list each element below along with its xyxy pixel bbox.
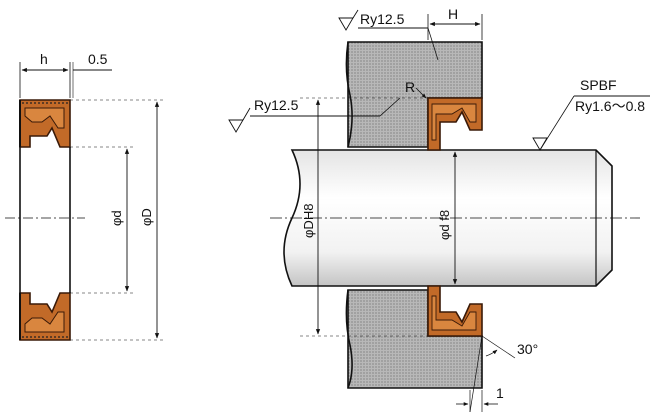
label-ry-shaft: Ry1.6～0.8	[575, 98, 645, 114]
installation-view: φDH8 φd f8 H Ry12.5 Ry12.5 R	[228, 6, 650, 413]
roughness-callout-top: Ry12.5	[338, 9, 439, 61]
seal-section-view: φd φD h 0.5	[5, 51, 165, 341]
seal-installed-top	[427, 97, 483, 151]
shaft-surface-callout: SPBF Ry1.6～0.8	[532, 77, 650, 151]
label-ry-left: Ry12.5	[254, 97, 299, 113]
label-d: φd	[109, 210, 124, 226]
label-bore: φDH8	[301, 204, 316, 238]
seal-profile-bottom	[19, 292, 71, 341]
label-H: H	[448, 6, 458, 22]
label-h: h	[40, 51, 48, 67]
label-D: φD	[139, 208, 154, 226]
label-spbf: SPBF	[580, 77, 617, 93]
label-shaft: φd f8	[437, 210, 452, 240]
label-gap: 0.5	[88, 51, 108, 67]
label-R: R	[405, 79, 415, 95]
seal-installed-bottom	[427, 285, 483, 337]
label-angle: 30°	[517, 341, 538, 357]
shaft	[283, 149, 613, 287]
roughness-callout-left: Ry12.5	[228, 97, 401, 133]
housing-lower	[347, 289, 483, 389]
label-chamfer: 1	[496, 385, 504, 401]
label-ry-top: Ry12.5	[360, 11, 405, 27]
seal-profile-top	[19, 99, 71, 148]
